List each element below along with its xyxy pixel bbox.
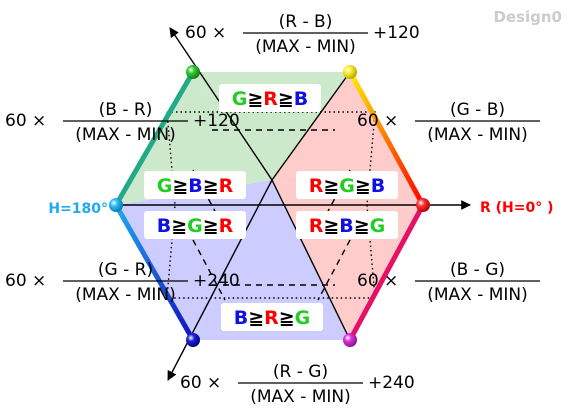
ordering-text: B≧R≧G [234,307,311,329]
vertex-magenta-ball [343,333,357,347]
ordering-label: R≧G≧B [296,171,398,199]
formula-prefix: 60 × [357,111,398,131]
formula-denominator: (MAX - MIN) [75,125,176,145]
formula-suffix: +120 [193,111,240,131]
formula-numerator: (G - R) [98,260,153,280]
formula-denominator: (MAX - MIN) [427,125,528,145]
ordering-labels: G≧R≧B R≧G≧B G≧B≧R R≧B≧G B≧G≧R B≧R≧G [144,84,398,331]
region-blue-bottom [193,180,350,340]
formula-label: 60 × (G - R) (MAX - MIN) +240 [5,260,240,305]
hexagon-outline [113,69,426,343]
formula-denominator: (MAX - MIN) [75,285,176,305]
vertex-balls [109,65,430,347]
formula-label: 60 × (R - G) (MAX - MIN) +240 [180,362,415,407]
ordering-text: G≧B≧R [157,175,234,197]
formula-labels: 60 × (R - B) (MAX - MIN) +120 60 × (B - R) (MA… [5,12,540,407]
axis-magenta [271,179,351,341]
formula-numerator: (G - B) [450,100,505,120]
edge-lower-right [347,202,426,343]
formula-label: 60 × (R - B) (MAX - MIN) +120 [185,12,420,57]
axis-blue [167,179,273,381]
ordering-box [144,171,246,199]
ordering-text: R≧G≧B [309,175,386,197]
edge-lower-left [113,202,196,343]
dashed-guide-lower-right [317,239,351,301]
vertex-yellow-ball [343,65,357,79]
ordering-label: R≧B≧G [296,211,398,239]
formula-prefix: 60 × [5,111,46,131]
formula-suffix: +120 [373,23,420,43]
vertex-red-ball [416,198,430,212]
formula-prefix: 60 × [180,373,221,393]
formula-numerator: (R - G) [273,362,328,382]
formula-label: 60 × (B - G) (MAX - MIN) [357,260,540,305]
ordering-label: B≧G≧R [144,211,246,239]
ordering-box [296,171,398,199]
vertex-blue-ball [186,333,200,347]
ordering-box [144,211,246,239]
hue-0-label: R (H=0° ) [480,200,554,216]
ordering-label: B≧R≧G [221,303,323,331]
formula-prefix: 60 × [185,23,226,43]
formula-numerator: (B - G) [450,260,505,280]
vertex-cyan-ball [109,198,123,212]
edge-upper-right [347,69,426,208]
formula-suffix: +240 [193,271,240,291]
ordering-label: G≧R≧B [219,84,321,112]
brand-logo: Design0 [493,8,562,26]
formula-label: 60 × (G - B) (MAX - MIN) [357,100,540,145]
ordering-text: G≧R≧B [232,88,309,110]
ordering-text: B≧G≧R [157,215,234,237]
formula-suffix: +240 [368,373,415,393]
ordering-box [219,84,321,112]
formula-prefix: 60 × [5,271,46,291]
axis-yellow [271,71,351,181]
vertex-green-ball [186,65,200,79]
formula-numerator: (B - R) [99,100,153,120]
formula-denominator: (MAX - MIN) [255,37,356,57]
edge-upper-left [113,69,196,208]
inner-dotted-hexagon [166,111,376,299]
formula-numerator: (R - B) [279,12,333,32]
ordering-text: R≧B≧G [309,215,386,237]
formula-denominator: (MAX - MIN) [250,387,351,407]
formula-label: 60 × (B - R) (MAX - MIN) +120 [5,100,240,145]
dashed-guide-lower-left [192,239,226,301]
formula-denominator: (MAX - MIN) [427,285,528,305]
ordering-label: G≧B≧R [144,171,246,199]
hue-180-label: H=180° [48,201,108,217]
ordering-box [221,303,323,331]
formula-prefix: 60 × [357,271,398,291]
ordering-box [296,211,398,239]
